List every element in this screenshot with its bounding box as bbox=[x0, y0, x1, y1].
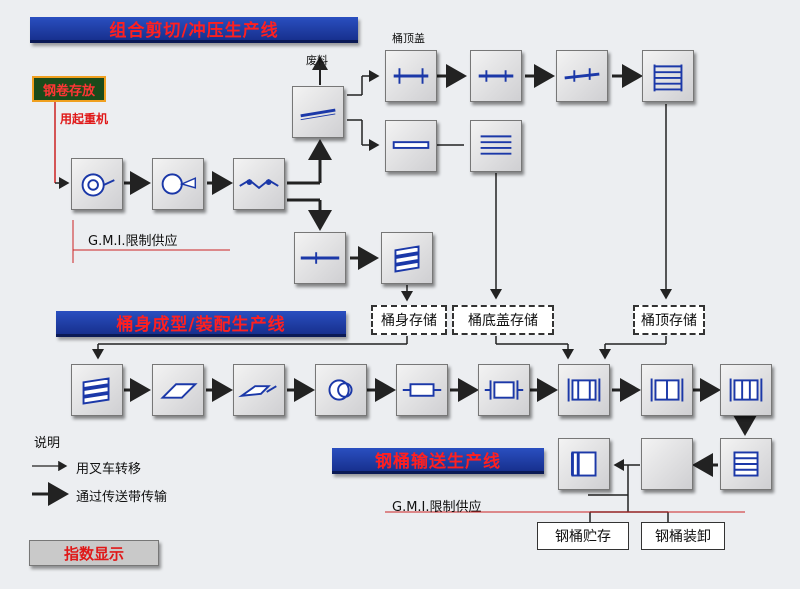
top-lid-stack-icon bbox=[642, 50, 694, 102]
drum-finish-icon bbox=[720, 364, 772, 416]
top-lid-press-3-icon bbox=[556, 50, 608, 102]
shear-machine-icon bbox=[233, 158, 285, 210]
drum-testing-icon bbox=[641, 364, 693, 416]
drum-drying-icon bbox=[641, 438, 693, 490]
stamping-line-banner: 组合剪切/冲压生产线 bbox=[30, 17, 358, 43]
steel-coil-storage-label: 钢卷存放 bbox=[32, 76, 106, 102]
bottom-lid-press-icon bbox=[385, 120, 437, 172]
legend-forklift: 用叉车转移 bbox=[76, 462, 142, 477]
top-lid-press-1-icon bbox=[385, 50, 437, 102]
body-rolling-icon bbox=[315, 364, 367, 416]
drum-painting-icon bbox=[720, 438, 772, 490]
bottom-lid-stack-icon bbox=[470, 120, 522, 172]
legend-title: 说明 bbox=[34, 436, 61, 451]
body-welding-icon bbox=[396, 364, 448, 416]
body-blank-shear-icon bbox=[294, 232, 346, 284]
body-line-banner: 桶身成型/装配生产线 bbox=[56, 311, 346, 337]
bottom-lid-storage-label: 桶底盖存储 bbox=[452, 305, 554, 335]
uncoiler-machine-icon bbox=[71, 158, 123, 210]
legend-conveyor: 通过传送带传输 bbox=[76, 490, 168, 505]
body-sheet-feed-icon bbox=[152, 364, 204, 416]
body-storage-label: 桶身存储 bbox=[371, 305, 447, 335]
top-storage-label: 桶顶存储 bbox=[633, 305, 705, 335]
conveyor-line-banner: 钢桶输送生产线 bbox=[332, 448, 544, 474]
press-machine-icon bbox=[292, 86, 344, 138]
drum-top-lid-label: 桶顶盖 bbox=[392, 32, 425, 45]
body-forming-icon bbox=[233, 364, 285, 416]
crane-label: 用起重机 bbox=[60, 112, 109, 126]
drum-unload-label: 钢桶装卸 bbox=[641, 522, 725, 550]
straightener-machine-icon bbox=[152, 158, 204, 210]
drum-output-icon bbox=[558, 438, 610, 490]
body-sheet-stack-icon bbox=[71, 364, 123, 416]
drum-seaming-icon bbox=[558, 364, 610, 416]
gmi-supply-bottom-label: G.M.I.限制供应 bbox=[392, 500, 482, 515]
scrap-label: 废料 bbox=[306, 54, 328, 67]
top-lid-press-2-icon bbox=[470, 50, 522, 102]
index-display-label: 指数显示 bbox=[29, 540, 159, 566]
gmi-supply-top-label: G.M.I.限制供应 bbox=[88, 234, 178, 249]
drum-storage-label: 钢桶贮存 bbox=[537, 522, 629, 550]
body-flanging-icon bbox=[478, 364, 530, 416]
body-blank-stack-icon bbox=[381, 232, 433, 284]
